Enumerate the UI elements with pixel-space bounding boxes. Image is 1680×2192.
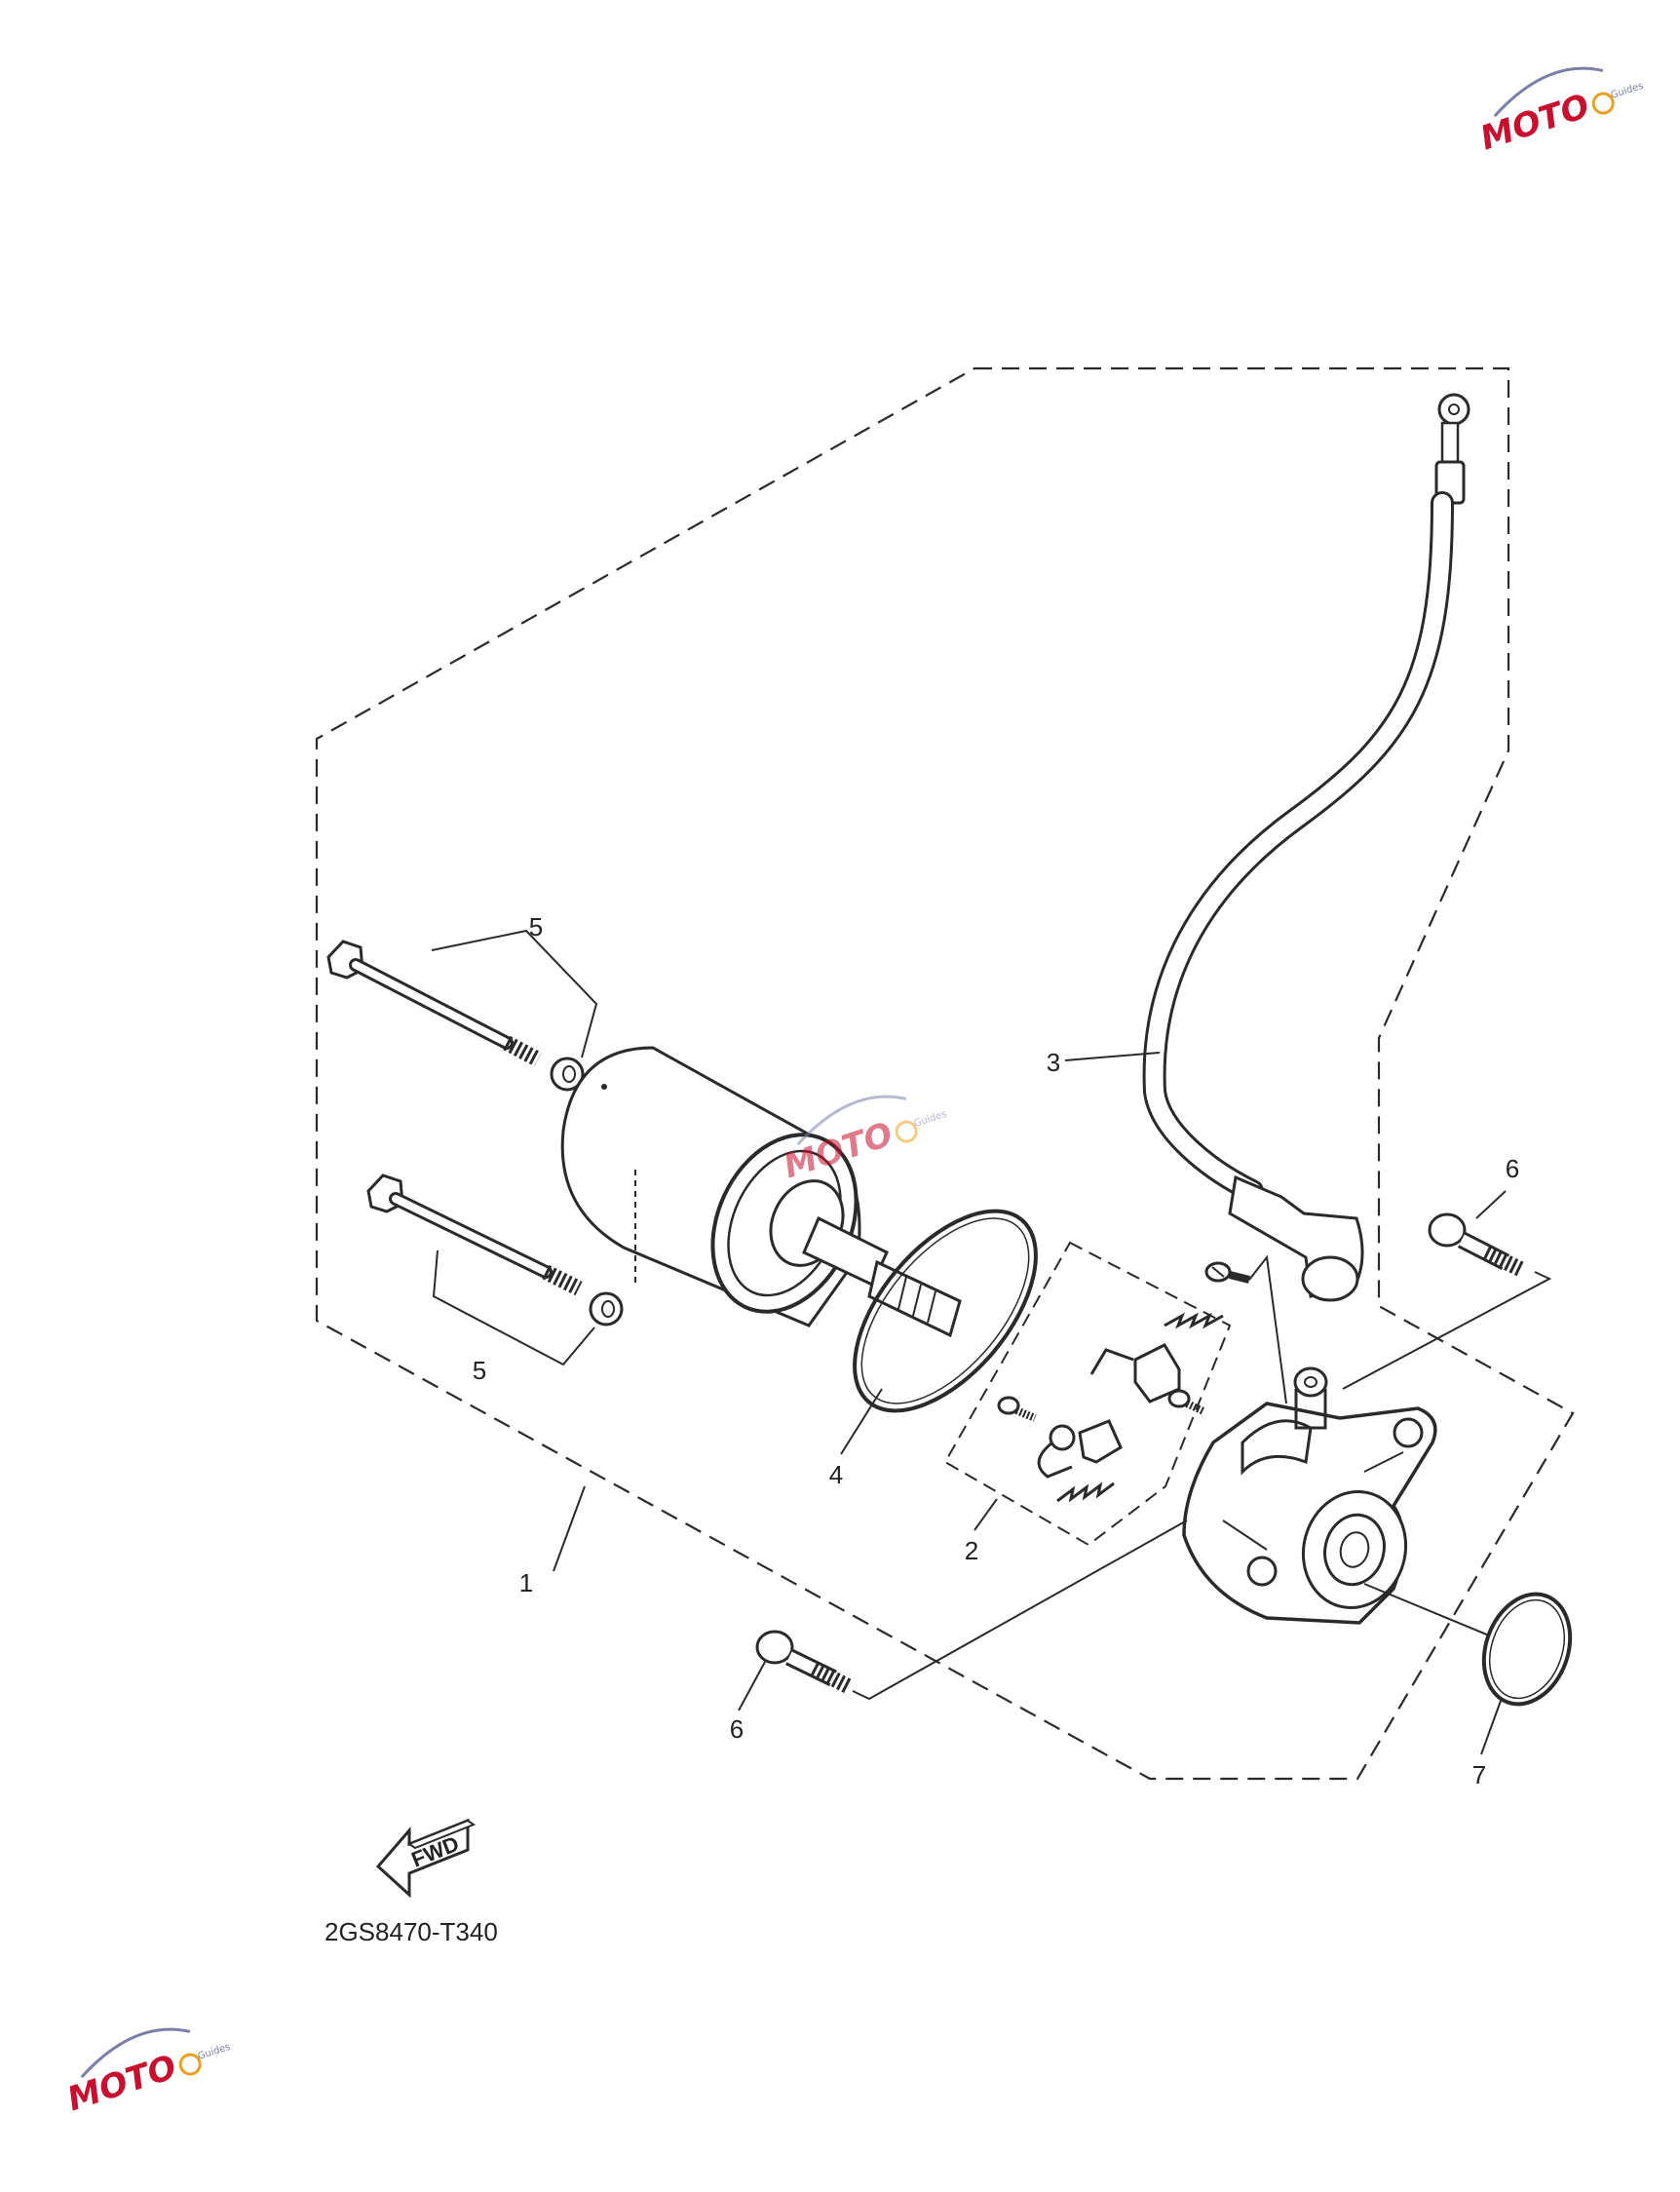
fwd-arrow-icon: FWD <box>375 1818 477 1899</box>
watermark-text-bottom: MOTO <box>62 2048 181 2120</box>
watermark-subtext: Guides <box>1610 81 1645 101</box>
callout-2: 2 <box>965 1536 978 1565</box>
cable-screw <box>1204 1254 1287 1404</box>
short-bolt-left <box>755 1630 852 1694</box>
watermark-text: MOTO <box>1475 87 1594 159</box>
brush-set <box>997 1312 1224 1503</box>
washer-upper <box>550 1057 585 1092</box>
assembly-outline <box>315 366 1575 1781</box>
callout-5-upper: 5 <box>529 912 543 942</box>
starter-motor-body <box>560 1046 962 1338</box>
long-bolt-lower <box>366 1173 583 1296</box>
callout-3: 3 <box>1047 1048 1060 1077</box>
callout-6-right: 6 <box>1506 1154 1519 1183</box>
diagram-code: 2GS8470-T340 <box>325 1917 498 1946</box>
callout-6-left: 6 <box>730 1714 744 1744</box>
washer-lower <box>589 1291 624 1327</box>
watermark-logo-top-right: MOTO Guides <box>1475 66 1645 159</box>
o-ring-large <box>853 1209 1038 1413</box>
watermark-subtext-bottom: Guides <box>197 2042 232 2062</box>
watermark-logo-bottom-left: MOTO Guides <box>62 2027 232 2120</box>
callout-7: 7 <box>1472 1760 1486 1789</box>
long-bolt-upper <box>326 940 542 1067</box>
starter-cable <box>1142 393 1470 1302</box>
callout-4: 4 <box>829 1460 843 1489</box>
callout-5-lower: 5 <box>473 1356 486 1385</box>
short-bolt-right <box>1428 1212 1524 1277</box>
watermark-subtext-center: Guides <box>913 1109 948 1130</box>
callout-1: 1 <box>519 1568 533 1597</box>
leader-lines <box>553 1052 1507 1755</box>
end-cover-housing <box>1182 1366 1437 1625</box>
o-ring-small <box>1481 1592 1573 1707</box>
